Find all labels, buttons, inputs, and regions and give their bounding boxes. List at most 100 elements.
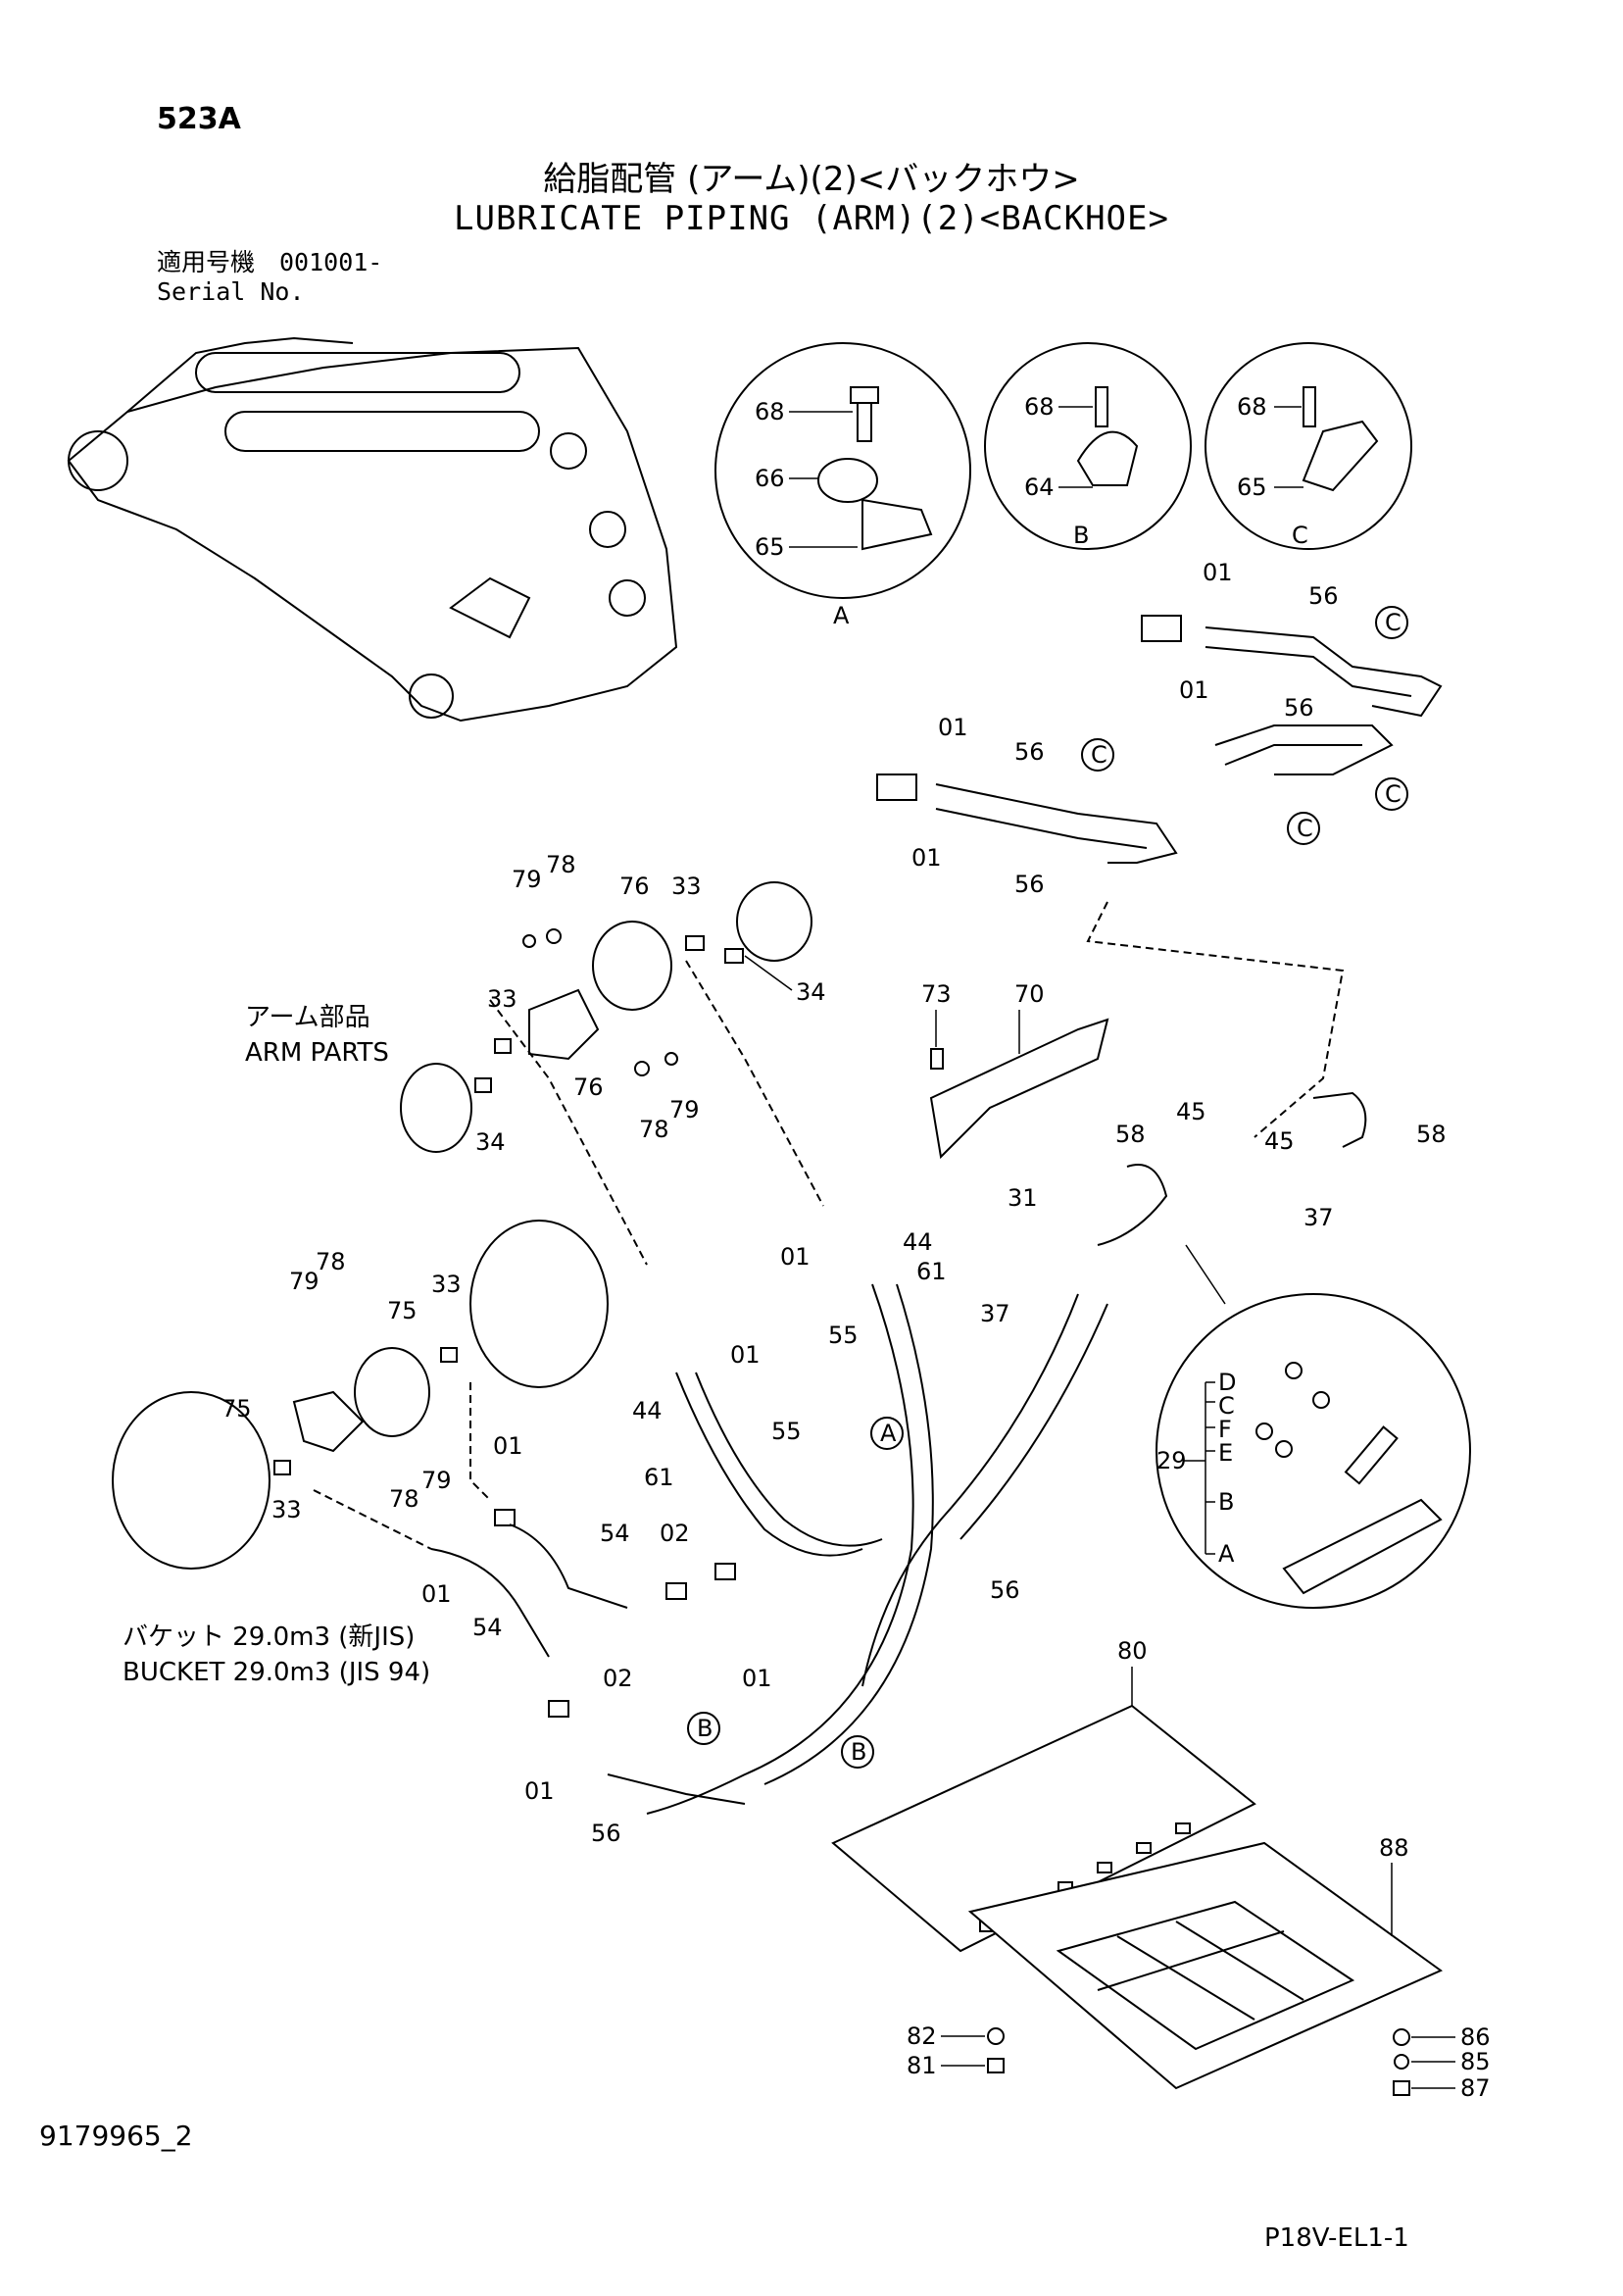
grease-port-f: F <box>1218 1416 1232 1443</box>
washer-79-b-icon <box>664 1052 678 1066</box>
fitting-34-icon <box>724 948 744 964</box>
view-label-a: A <box>833 602 850 629</box>
callout-01-2: 01 <box>1179 676 1209 704</box>
document-number: 9179965_2 <box>39 2120 193 2152</box>
view-label-c: C <box>1292 522 1308 549</box>
bucket-boss-icon <box>112 1391 270 1570</box>
fitting-33-bucket-icon <box>440 1347 458 1363</box>
grease-block-detail: D C F E B A 29 <box>1156 1244 1471 1609</box>
bolt-68-c-icon <box>1303 386 1316 427</box>
callout-54-1: 54 <box>600 1520 630 1547</box>
bolt-78-b-icon <box>634 1061 650 1076</box>
callout-70: 70 <box>1014 980 1045 1008</box>
serial-en: Serial No. <box>157 277 305 306</box>
view-marker-c-3: C <box>1091 741 1107 769</box>
callout-45-1: 45 <box>1176 1098 1206 1125</box>
callout-73: 73 <box>921 980 952 1008</box>
callout-02-2: 02 <box>603 1665 633 1692</box>
callout-80: 80 <box>1117 1637 1148 1665</box>
pin-disc-left-icon <box>400 1063 472 1153</box>
callout-33-bucket: 33 <box>431 1271 462 1298</box>
callout-64: 64 <box>1024 474 1055 501</box>
callout-01-7: 01 <box>493 1432 523 1460</box>
callout-78-bucket-lower: 78 <box>389 1485 419 1513</box>
view-marker-a: A <box>880 1420 897 1447</box>
callout-85: 85 <box>1460 2048 1491 2075</box>
callout-33-left: 33 <box>487 985 517 1013</box>
fitting-33-left-icon <box>494 1038 512 1054</box>
elbow-02-lower-icon <box>548 1700 569 1718</box>
callout-01-10: 01 <box>524 1777 555 1805</box>
fitting-33-bucket-2-icon <box>273 1460 291 1475</box>
callout-88: 88 <box>1379 1834 1409 1862</box>
main-hose-routes: A B B <box>313 960 1367 1815</box>
callout-65-a: 65 <box>755 533 785 561</box>
view-marker-c-4: C <box>1297 815 1313 842</box>
callout-34: 34 <box>796 978 826 1006</box>
callout-79-bucket-lower: 79 <box>421 1467 452 1494</box>
callout-54-2: 54 <box>472 1614 503 1641</box>
callout-61-1: 61 <box>916 1258 947 1285</box>
adapter-mid-icon <box>714 1563 736 1580</box>
arm-parts-jp: アーム部品 <box>245 1003 370 1032</box>
bolt-87-icon <box>1393 2080 1410 2096</box>
callout-55-2: 55 <box>771 1418 802 1445</box>
callout-56-2: 56 <box>1284 694 1314 722</box>
callout-76-left: 76 <box>573 1073 604 1101</box>
cover-76-icon <box>592 921 672 1011</box>
washer-79-icon <box>522 934 536 948</box>
grease-port-a: A <box>1218 1540 1235 1568</box>
clamp-64-icon <box>1076 430 1139 486</box>
callout-76: 76 <box>619 873 650 900</box>
detail-view-a: 68 66 65 A <box>714 342 971 629</box>
title-japanese: 給脂配管 (アーム)(2)<バックホウ> <box>543 160 1080 199</box>
callout-68-c: 68 <box>1237 393 1267 421</box>
pin-assembly-upper: 79 78 76 33 34 <box>512 851 826 1061</box>
callout-44-2: 44 <box>632 1397 663 1424</box>
view-marker-b-1: B <box>697 1715 713 1742</box>
hose-callouts: 45 45 58 58 31 37 37 01 44 61 55 01 44 5… <box>421 1098 1447 1847</box>
elbow-02-icon <box>494 1509 516 1526</box>
callout-78-bucket: 78 <box>316 1248 346 1275</box>
bucket-note: バケット 29.0m3 (新JIS) BUCKET 29.0m3 (JIS 94… <box>123 1620 430 1690</box>
fitting-d-icon <box>1285 1362 1303 1379</box>
washer-86-icon <box>1393 2028 1410 2046</box>
callout-65-c: 65 <box>1237 474 1267 501</box>
bucket-pin-disc-icon <box>469 1220 609 1388</box>
callout-87: 87 <box>1460 2074 1491 2102</box>
callout-79-bucket: 79 <box>289 1268 320 1295</box>
elbow-02-mid-icon <box>665 1582 687 1600</box>
callout-01-1: 01 <box>1203 559 1233 586</box>
callout-75-upper: 75 <box>387 1297 418 1324</box>
serial-block: 適用号機 001001- Serial No. <box>157 248 382 307</box>
bucket-en: BUCKET 29.0m3 (JIS 94) <box>123 1658 431 1687</box>
detail-view-c: 68 65 C <box>1205 342 1412 550</box>
fitting-f-icon <box>1255 1423 1273 1440</box>
bolt-73-icon <box>930 1048 944 1070</box>
callout-56-5: 56 <box>990 1576 1020 1604</box>
view-marker-b-2: B <box>851 1738 866 1766</box>
view-label-b: B <box>1073 522 1089 549</box>
bracket-70: 73 70 <box>921 980 1109 1160</box>
callout-01-8: 01 <box>421 1580 452 1608</box>
cover-75-icon <box>354 1347 430 1437</box>
clamp-66-icon <box>817 458 878 503</box>
fitting-34-left-icon <box>474 1077 492 1093</box>
callout-81: 81 <box>907 2052 937 2079</box>
callout-55-1: 55 <box>828 1322 859 1349</box>
bucket-jp: バケット 29.0m3 (新JIS) <box>123 1622 416 1652</box>
clamp-65-icon <box>861 498 933 551</box>
callout-66: 66 <box>755 465 785 492</box>
callout-31: 31 <box>1008 1184 1038 1212</box>
plate-hardware: 82 81 86 85 87 <box>907 2022 1491 2102</box>
reference-number: P18V-EL1-1 <box>1264 2223 1409 2253</box>
callout-02-1: 02 <box>660 1520 690 1547</box>
arm-parts-en: ARM PARTS <box>245 1038 389 1068</box>
grease-port-c: C <box>1218 1392 1235 1420</box>
callout-61-2: 61 <box>644 1464 674 1491</box>
callout-37-2: 37 <box>980 1300 1010 1327</box>
callout-34-left: 34 <box>475 1128 506 1156</box>
callout-86: 86 <box>1460 2023 1491 2051</box>
callout-56-6: 56 <box>591 1820 621 1847</box>
